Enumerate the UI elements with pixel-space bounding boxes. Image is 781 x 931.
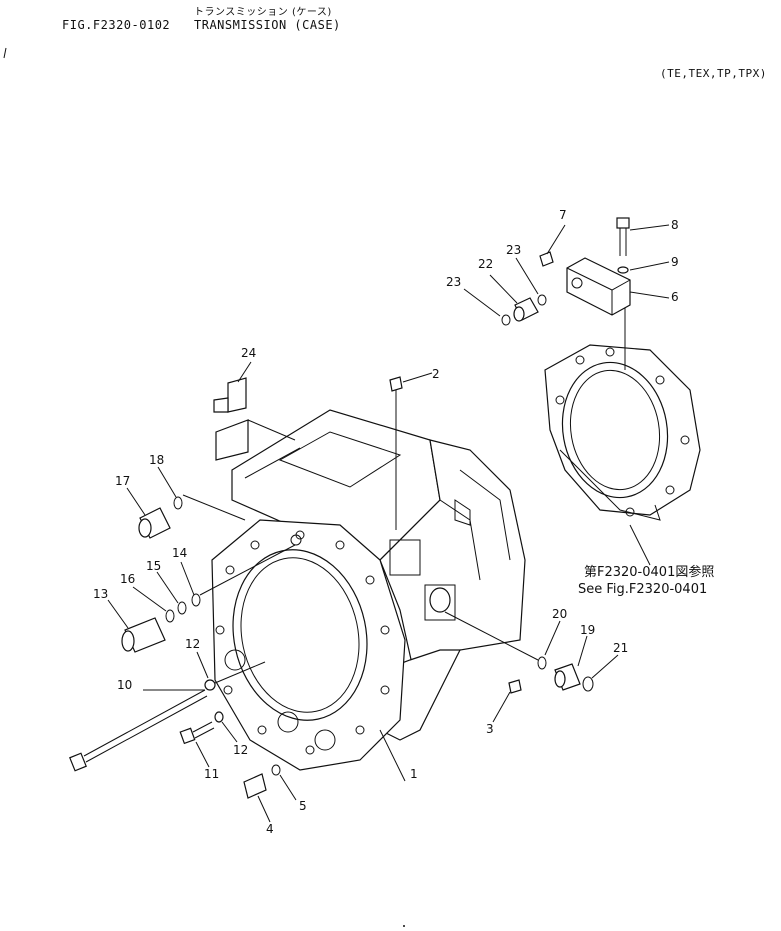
callout-12a: 12: [185, 637, 200, 651]
callout-5: 5: [299, 799, 307, 813]
callout-13: 13: [93, 587, 108, 601]
callout-16: 16: [120, 572, 135, 586]
callout-20: 20: [552, 607, 567, 621]
reference-note-en: See Fig.F2320-0401: [578, 582, 707, 597]
callout-12b: 12: [233, 743, 248, 757]
callout-1: 1: [410, 767, 418, 781]
callout-4: 4: [266, 822, 274, 836]
callout-labels: 1 2 3 4 5 6 7 8 9 10 11 12 12 13 14 15 1…: [93, 208, 679, 836]
callout-19: 19: [580, 623, 595, 637]
callout-23a: 23: [506, 243, 521, 257]
callout-23b: 23: [446, 275, 461, 289]
figure-title: TRANSMISSION (CASE): [194, 18, 341, 32]
reference-cover: [544, 300, 701, 521]
callout-18: 18: [149, 453, 164, 467]
callout-24: 24: [241, 346, 256, 360]
model-list: (TE,TEX,TP,TPX): [660, 67, 767, 80]
callout-22: 22: [478, 257, 493, 271]
callout-3: 3: [486, 722, 494, 736]
callout-21: 21: [613, 641, 628, 655]
callout-8: 8: [671, 218, 679, 232]
callout-10: 10: [117, 678, 132, 692]
callout-11: 11: [204, 767, 219, 781]
small-parts: [69, 217, 631, 799]
callout-9: 9: [671, 255, 679, 269]
callout-7: 7: [559, 208, 567, 222]
leader-lines: [107, 224, 670, 823]
callout-6: 6: [671, 290, 679, 304]
subtitle-jp: トランスミッション (ケース): [194, 7, 332, 18]
transmission-case: [211, 409, 526, 771]
reference-note-jp: 第F2320-0401図参照: [584, 564, 714, 580]
callout-2: 2: [432, 367, 440, 381]
callout-17: 17: [115, 474, 130, 488]
callout-14: 14: [172, 546, 187, 560]
callout-15: 15: [146, 559, 161, 573]
figure-id: FIG.F2320-0102: [62, 18, 171, 32]
